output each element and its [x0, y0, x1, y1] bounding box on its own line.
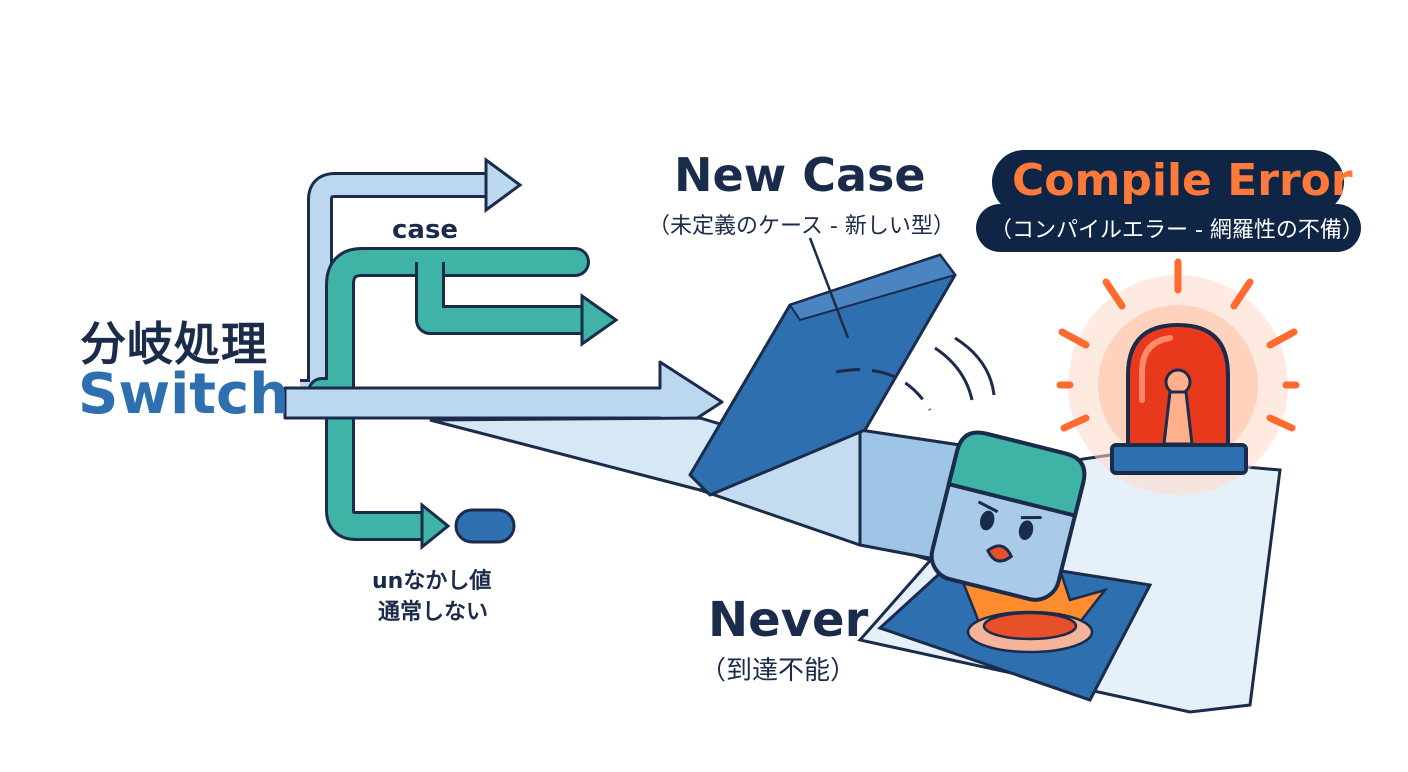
worried-block-icon	[929, 430, 1087, 602]
motion-path	[835, 368, 932, 411]
compile-error-badge	[992, 150, 1344, 214]
new-case-pointer	[808, 237, 850, 339]
unreachable-label-line1: unなかし値	[372, 569, 492, 594]
compile-error-subtitle: （コンパイルエラー - 網羅性の不備）	[990, 218, 1364, 243]
compile-error-title: Compile Error	[1012, 155, 1353, 206]
new-case-title: New Case	[674, 148, 926, 202]
teal-down-arrow	[325, 405, 516, 551]
sealed-box-icon	[688, 253, 962, 562]
branch-title: 分岐処理	[80, 317, 268, 371]
upper-branch-arrow	[300, 157, 523, 405]
new-case-subtitle: （未定義のケース - 新しい型）	[648, 214, 955, 239]
teal-case-arrow	[307, 247, 619, 407]
case-label: case	[392, 215, 459, 245]
never-subtitle: （到達不能）	[700, 656, 857, 686]
never-title: Never	[708, 592, 869, 648]
compile-error-sub-badge	[976, 204, 1361, 252]
motion-line	[954, 336, 996, 396]
switch-label: Switch	[78, 362, 290, 427]
warning-siren-icon	[1056, 258, 1300, 495]
unreachable-label-line2: 通常しない	[378, 600, 489, 625]
motion-line	[934, 346, 974, 401]
